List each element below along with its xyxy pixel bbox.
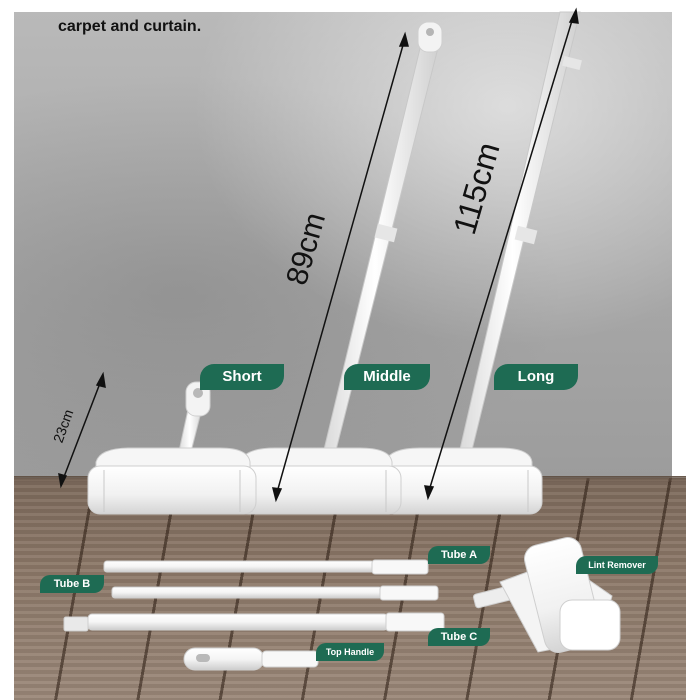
lint-remover-part xyxy=(473,537,621,653)
top-handle-part xyxy=(183,647,319,671)
label-tube-c: Tube C xyxy=(428,628,490,646)
label-tube-b: Tube B xyxy=(40,575,104,593)
long-lint-roller xyxy=(381,11,582,515)
label-top-handle: Top Handle xyxy=(316,643,384,661)
middle-lint-roller xyxy=(235,21,443,515)
tube-a-part xyxy=(103,559,429,575)
label-short: Short xyxy=(200,364,284,390)
caption-text: carpet and curtain. xyxy=(58,18,202,35)
short-lint-roller xyxy=(87,381,257,515)
label-middle: Middle xyxy=(344,364,430,390)
label-long: Long xyxy=(494,364,578,390)
tube-c-part xyxy=(63,612,445,632)
label-tube-a: Tube A xyxy=(428,546,490,564)
tube-b-part xyxy=(111,585,439,601)
dimension-arrows xyxy=(58,7,579,503)
label-lint-remover: Lint Remover xyxy=(576,556,658,574)
